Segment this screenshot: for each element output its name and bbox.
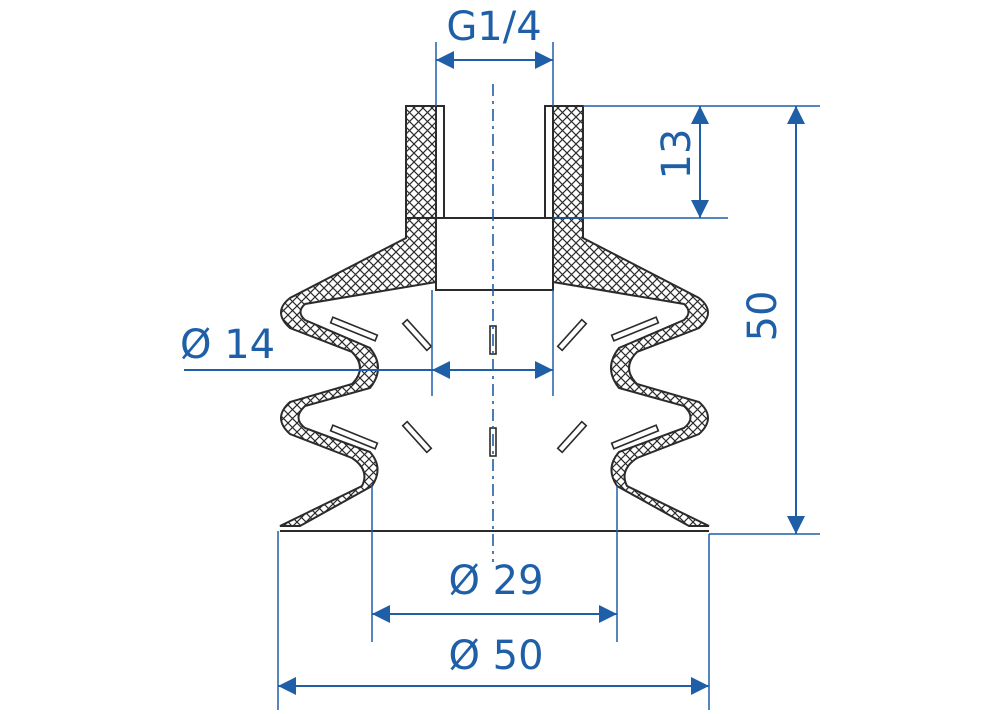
rib (329, 316, 379, 342)
rib (329, 424, 379, 450)
rib (610, 424, 660, 450)
thread-groove-left (435, 105, 445, 219)
neck-wall-left (405, 105, 437, 219)
thread-depth-label: 13 (654, 129, 700, 180)
internal-ribs (329, 316, 660, 457)
bore-lower (435, 217, 554, 291)
dimension-inner-diameter: Ø 14 (180, 290, 554, 396)
bellows-wall-left (279, 217, 437, 527)
thread-label: G1/4 (446, 4, 541, 50)
bellows-wall-right (552, 217, 710, 527)
rib (556, 420, 588, 454)
rib (556, 318, 588, 352)
neck-wall-right (552, 105, 584, 219)
inner-diameter-label: Ø 14 (180, 322, 275, 368)
lip-inner-diameter-label: Ø 29 (448, 558, 543, 604)
rib (401, 318, 433, 352)
dimension-lip-inner-diameter: Ø 29 (371, 486, 618, 642)
dimension-thread: G1/4 (435, 4, 554, 106)
dimension-outer-diameter: Ø 50 (277, 531, 710, 710)
rib (401, 420, 433, 454)
dimension-height: 50 (709, 106, 820, 535)
bellows-section (279, 105, 710, 532)
dimension-thread-depth: 13 (553, 105, 820, 219)
height-label: 50 (740, 291, 786, 342)
rib (610, 316, 660, 342)
thread-groove-right (544, 105, 554, 219)
outer-diameter-label: Ø 50 (448, 633, 543, 679)
